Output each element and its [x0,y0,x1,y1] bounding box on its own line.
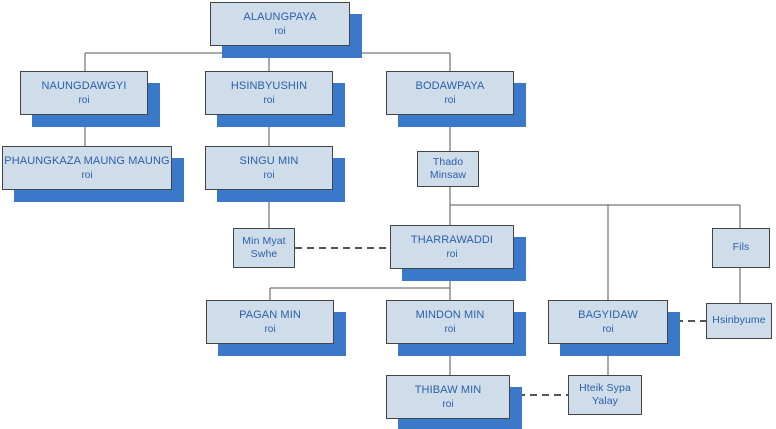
node-title: BODAWPAYA [415,79,485,92]
node-title: PHAUNGKAZA MAUNG MAUNG [4,154,170,167]
node-hsinbyushin[interactable]: HSINBYUSHIN roi [205,71,333,115]
node-title: THARRAWADDI [410,233,494,246]
node-title: Hsinbyume [712,314,766,327]
node-bagyidaw[interactable]: BAGYIDAW roi [548,300,668,344]
node-title: MINDON MIN [415,308,485,321]
node-paganmin[interactable]: PAGAN MIN roi [206,300,334,344]
node-subtitle: roi [442,398,454,410]
node-title: ALAUNGPAYA [243,10,317,23]
node-alaungpaya[interactable]: ALAUNGPAYA roi [210,2,350,46]
node-title: Thado Minsaw [429,155,467,181]
node-title: Fils [732,241,750,254]
node-title: PAGAN MIN [239,308,301,321]
node-phaungkaza[interactable]: PHAUNGKAZA MAUNG MAUNG roi [2,146,172,190]
node-subtitle: roi [446,248,458,260]
node-thibawmin[interactable]: THIBAW MIN roi [386,375,510,419]
node-title: SINGU MIN [239,154,299,167]
node-subtitle: roi [264,323,276,335]
node-subtitle: roi [78,94,90,106]
node-subtitle: roi [602,323,614,335]
node-hsinbyume[interactable]: Hsinbyume [706,303,772,339]
node-hteiksypa[interactable]: Hteik Sypa Yalay [568,375,642,415]
node-title: HSINBYUSHIN [230,79,308,92]
node-minmyatswhe[interactable]: Min Myat Swhe [233,228,295,268]
node-subtitle: roi [444,323,456,335]
node-title: BAGYIDAW [578,308,638,321]
node-subtitle: roi [263,94,275,106]
node-bodawpaya[interactable]: BODAWPAYA roi [386,71,514,115]
node-subtitle: roi [263,169,275,181]
node-subtitle: roi [274,25,286,37]
node-naungdawgyi[interactable]: NAUNGDAWGYI roi [20,71,148,115]
node-title: THIBAW MIN [414,383,482,396]
node-subtitle: roi [81,169,93,181]
node-thadominsaw[interactable]: Thado Minsaw [417,151,479,187]
node-title: Hteik Sypa Yalay [579,381,631,407]
node-fils[interactable]: Fils [712,228,770,268]
node-title: NAUNGDAWGYI [41,79,127,92]
node-subtitle: roi [444,94,456,106]
node-mindonmin[interactable]: MINDON MIN roi [386,300,514,344]
node-tharrawaddi[interactable]: THARRAWADDI roi [390,225,514,269]
node-singumin[interactable]: SINGU MIN roi [205,146,333,190]
node-title: Min Myat Swhe [242,234,286,260]
